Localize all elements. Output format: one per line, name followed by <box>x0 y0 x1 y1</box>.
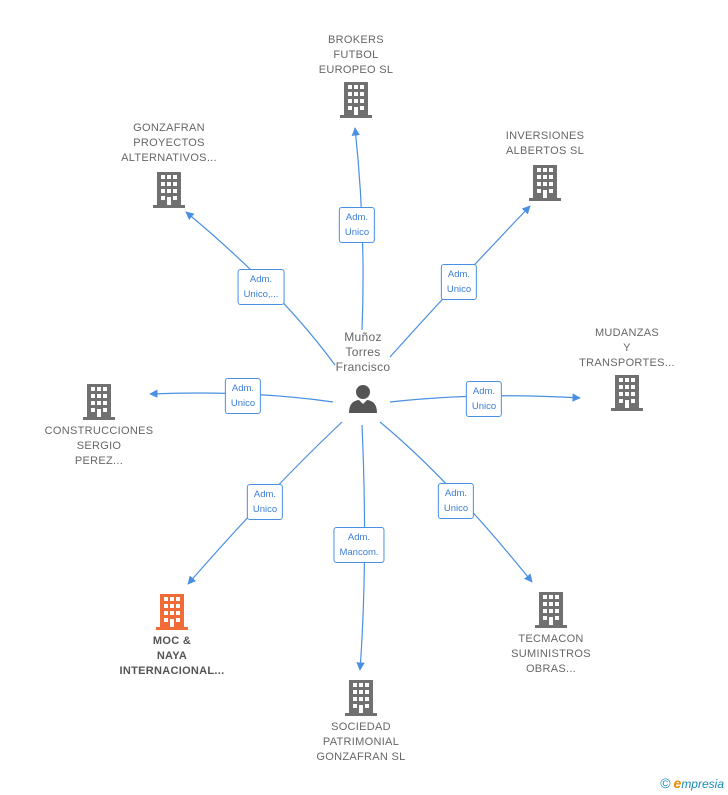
person-node[interactable]: Muñoz Torres Francisco <box>313 330 413 413</box>
brand-logo-letter: e <box>673 775 682 791</box>
building-icon <box>345 680 377 716</box>
building-icon <box>83 384 115 420</box>
footer-brand: ©empresia <box>660 775 724 791</box>
person-icon <box>349 385 377 413</box>
building-icon <box>611 375 643 411</box>
role-badge-sociedad[interactable]: Adm.Mancom. <box>333 527 385 563</box>
person-name: Muñoz Torres Francisco <box>335 330 391 374</box>
building-icon <box>535 592 567 628</box>
role-badge-inversiones[interactable]: Adm.Unico <box>440 264 478 300</box>
role-badge-gonzafran[interactable]: Adm.Unico,... <box>237 269 285 305</box>
role-badge-brokers[interactable]: Adm.Unico <box>338 207 376 243</box>
building-icon <box>529 165 561 201</box>
role-badge-construcciones[interactable]: Adm.Unico <box>224 378 262 414</box>
building-icon <box>153 172 185 208</box>
role-badge-moc[interactable]: Adm.Unico <box>246 484 284 520</box>
building-icon <box>340 82 372 118</box>
role-badge-mudanzas[interactable]: Adm.Unico <box>465 381 503 417</box>
brand-name: mpresia <box>681 777 724 791</box>
copyright-symbol: © <box>660 775 671 791</box>
role-badge-tecmacon[interactable]: Adm.Unico <box>437 483 475 519</box>
building-icon <box>156 594 188 630</box>
